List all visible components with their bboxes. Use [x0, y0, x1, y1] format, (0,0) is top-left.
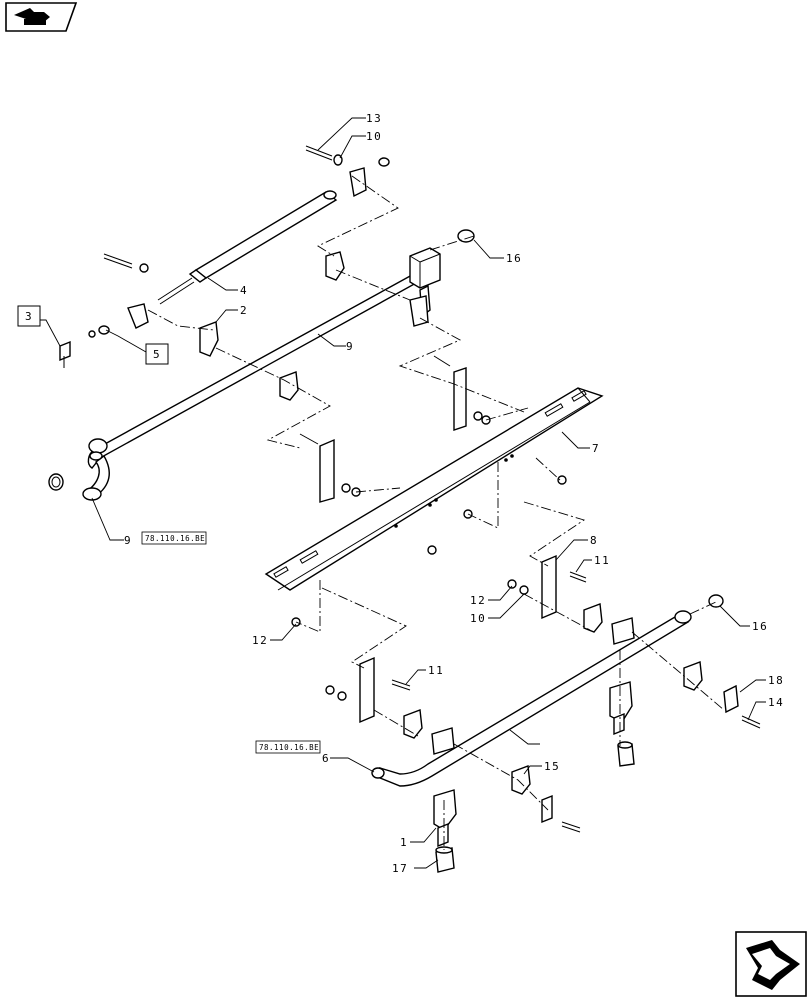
upper-tube-9: [48, 263, 437, 501]
boxed-callout-5: [145, 343, 169, 365]
callout-2: 2: [240, 304, 248, 317]
tube-end-block: [409, 229, 475, 327]
callout-7: 7: [592, 442, 600, 455]
callout-11-lower: 11: [428, 664, 444, 677]
section-reference-2[interactable]: 78.110.16.BE: [259, 743, 319, 752]
callout-16: 16: [506, 252, 522, 265]
previous-page-icon[interactable]: [5, 2, 78, 32]
lower-tube-6: [371, 594, 724, 787]
brackets: [319, 367, 739, 824]
callout-18: 18: [768, 674, 784, 687]
assembly-lines: [147, 175, 725, 850]
callout-11-upper: 11: [594, 554, 610, 567]
cylinder-tube-4: [157, 190, 338, 305]
callout-14: 14: [768, 696, 784, 709]
crossbar-7: [264, 387, 604, 591]
callout-17: 17: [392, 862, 408, 875]
callout-8: 8: [590, 534, 598, 547]
callout-6: 6: [322, 752, 330, 765]
boxed-callout-5-label: 5: [153, 348, 160, 361]
callout-10-lower: 10: [470, 612, 486, 625]
callout-4: 4: [240, 284, 248, 297]
section-reference-box-1[interactable]: [141, 531, 207, 545]
leader-lines: [40, 117, 766, 869]
callout-16-lower: 16: [752, 620, 768, 633]
clamps: [127, 167, 703, 848]
boxed-callout-3: [17, 305, 41, 327]
callout-13: 13: [366, 112, 382, 125]
next-page-icon[interactable]: [735, 931, 807, 997]
callout-9-upper: 9: [346, 340, 354, 353]
section-reference-1[interactable]: 78.110.16.BE: [145, 534, 205, 543]
callout-12-upper: 12: [470, 594, 486, 607]
boxed-callout-3-label: 3: [25, 310, 32, 323]
section-reference-box-2[interactable]: [255, 740, 321, 754]
callout-1: 1: [400, 836, 408, 849]
callout-12-lower: 12: [252, 634, 268, 647]
callout-9-lower: 9: [124, 534, 132, 547]
callout-10: 10: [366, 130, 382, 143]
callout-15: 15: [544, 760, 560, 773]
end-caps: [435, 741, 635, 873]
